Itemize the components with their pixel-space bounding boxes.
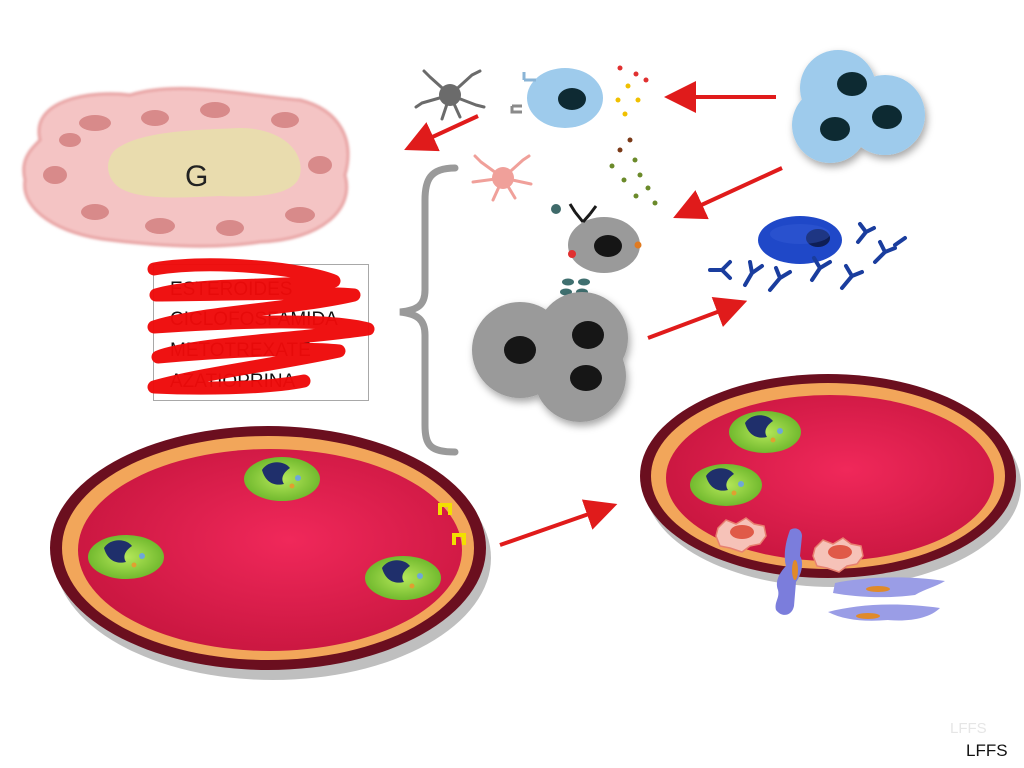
arrows [404, 81, 783, 547]
cytokine-dots [609, 65, 658, 206]
glomerulus-cell [81, 204, 109, 220]
adhesion-molecule-icon [438, 503, 466, 545]
glomerulus-cell [285, 207, 315, 223]
glomerulus-cell [271, 112, 299, 128]
blood-vessel-right [640, 374, 1021, 621]
ghost-watermark: LFFS [950, 720, 987, 737]
red-scribble-crossout [147, 258, 375, 395]
blood-vessel-left [50, 426, 491, 680]
receptor-icon [510, 104, 522, 114]
neutrophil [729, 411, 801, 453]
dendritic-cell-gray [414, 69, 486, 121]
arrow-to-glomerulus [404, 114, 479, 152]
glomerulus-cell [43, 166, 67, 184]
glomerulus [22, 87, 350, 248]
t-cell-cluster [792, 50, 925, 163]
glomerulus-cell [145, 218, 175, 234]
glomerulus-cell [308, 156, 332, 174]
neutrophil [690, 464, 762, 506]
antibody-icon [568, 203, 598, 223]
glomerulus-cell [79, 115, 111, 131]
arrow-tcluster-to-bcell [673, 166, 783, 220]
grouping-brace [399, 164, 459, 456]
glomerulus-cell [59, 133, 81, 147]
glomerulus-cell [200, 102, 230, 118]
degranulating-neutrophil [812, 537, 864, 573]
arrow-vessel-to-vessel [499, 499, 618, 547]
dendritic-cell-pink [471, 154, 533, 202]
b-cell-with-antibody [551, 203, 642, 296]
treatment-drug-list: ESTEROIDES CICLOFOSFAMIDA METOTREXATE AZ… [147, 258, 375, 401]
neutrophil [365, 556, 441, 600]
glomerulus-label: G [185, 160, 209, 193]
glomerulus-tuft [108, 128, 301, 198]
neutrophil [88, 535, 164, 579]
antibody-icon [708, 222, 907, 292]
arrow-plasma-to-anca [647, 297, 748, 340]
glomerulus-cell [216, 220, 244, 236]
neutrophil [244, 457, 320, 501]
degranulating-neutrophil [715, 517, 767, 553]
author-watermark: LFFS [966, 741, 1008, 760]
endothelial-cell [775, 528, 803, 615]
plasma-cell-cluster [472, 292, 628, 422]
activated-t-cell [510, 68, 603, 128]
receptor-icon [522, 72, 536, 82]
glomerulus-cell [141, 110, 169, 126]
endothelial-cell [828, 577, 945, 621]
anca-secreting-cell [708, 216, 907, 292]
